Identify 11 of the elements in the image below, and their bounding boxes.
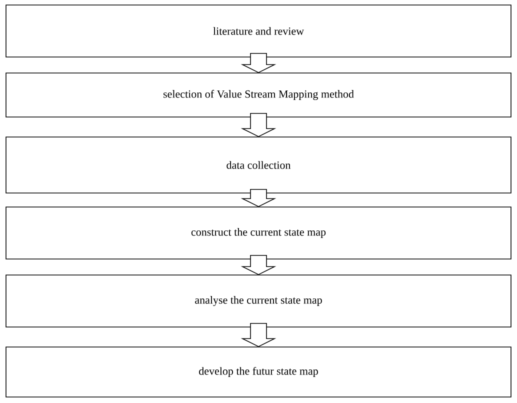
process-box: data collection — [6, 136, 512, 194]
block-arrow — [240, 113, 276, 138]
process-box: analyse the current state map — [6, 274, 512, 328]
process-box: literature and review — [6, 4, 512, 58]
block-arrow — [240, 254, 276, 276]
process-box: develop the futur state map — [6, 346, 512, 398]
process-box: selection of Value Stream Mapping method — [6, 72, 512, 118]
block-arrow — [240, 189, 276, 208]
process-box: construct the current state map — [6, 206, 512, 260]
block-arrow — [240, 323, 276, 348]
block-arrow — [240, 53, 276, 74]
